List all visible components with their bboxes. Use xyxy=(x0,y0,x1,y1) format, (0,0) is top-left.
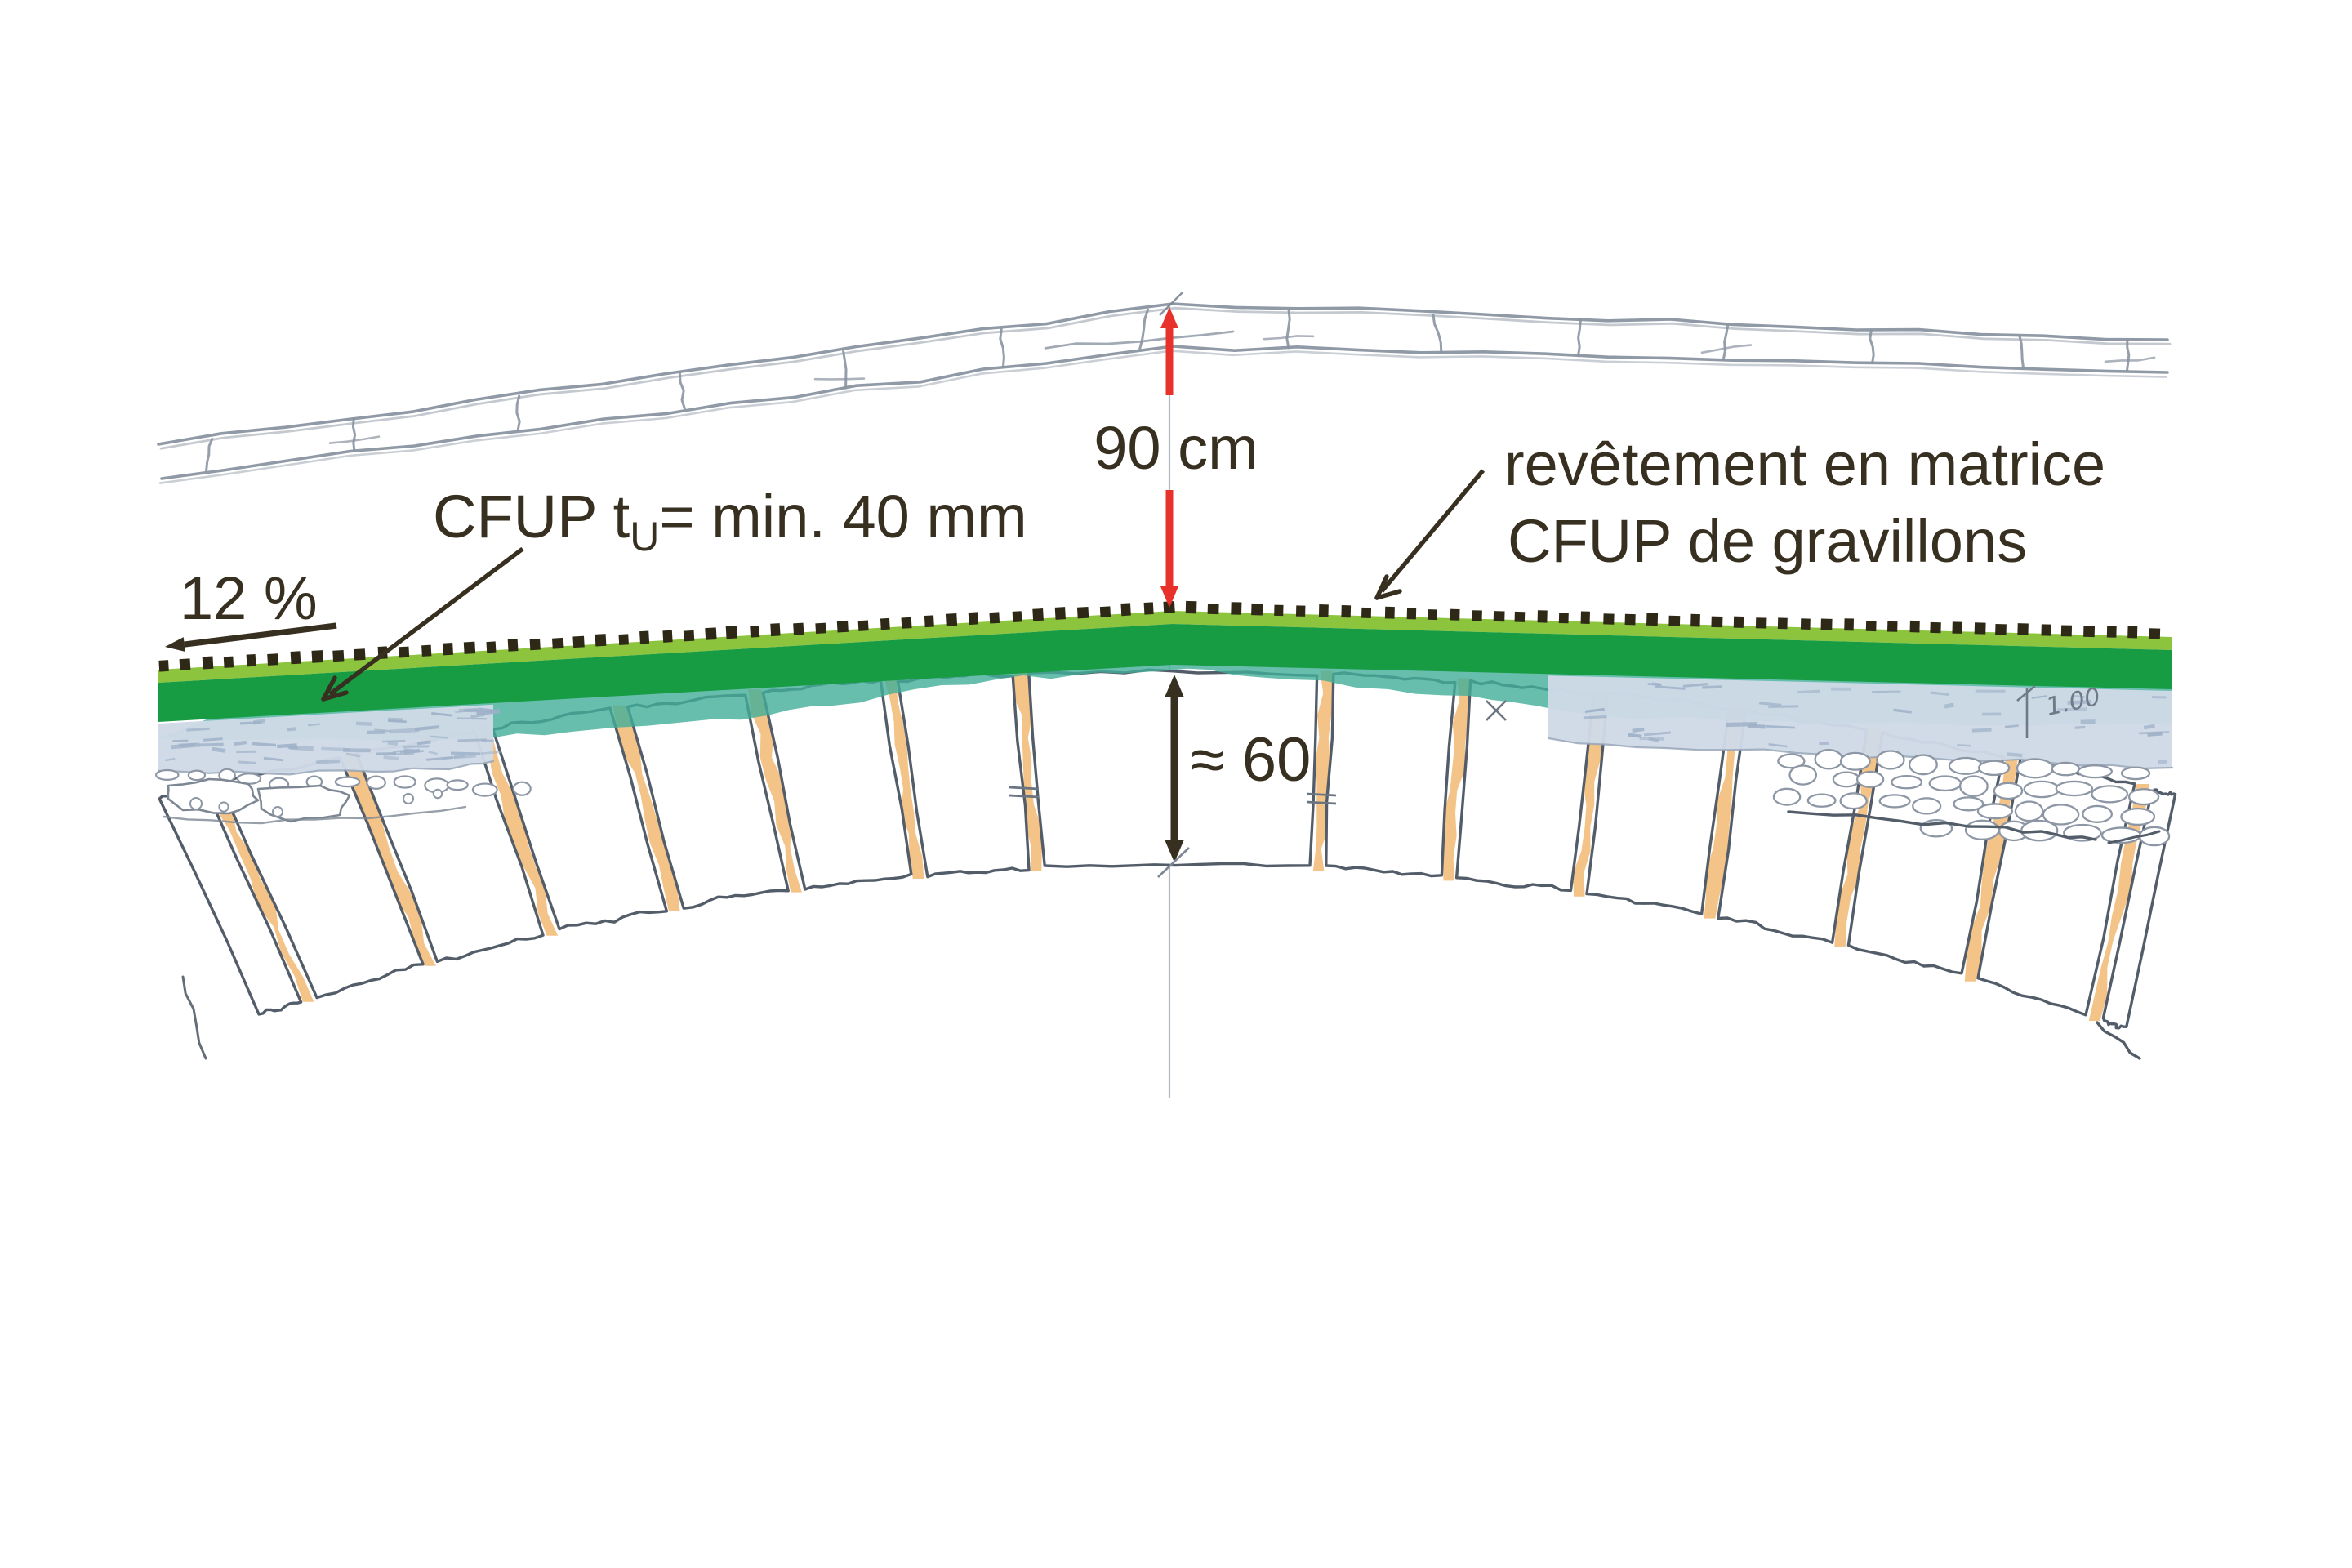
uhpc-overlay xyxy=(158,611,2172,722)
arch-ring xyxy=(158,668,2177,1060)
wearing-course-dots xyxy=(158,600,2161,672)
dim-90cm-label: 90 cm xyxy=(1094,414,1258,482)
annotations xyxy=(165,307,2036,878)
cfup-thickness-label: CFUP tU= min. 40 mm xyxy=(433,483,1027,559)
coating-label-line2: CFUP de gravillons xyxy=(1508,507,2027,575)
slope-label: 12 % xyxy=(180,564,318,632)
dim-60-label: ≈ 60 xyxy=(1191,725,1311,795)
backfill-layers xyxy=(154,663,2174,847)
coating-label-line1: revêtement en matrice xyxy=(1504,430,2105,498)
